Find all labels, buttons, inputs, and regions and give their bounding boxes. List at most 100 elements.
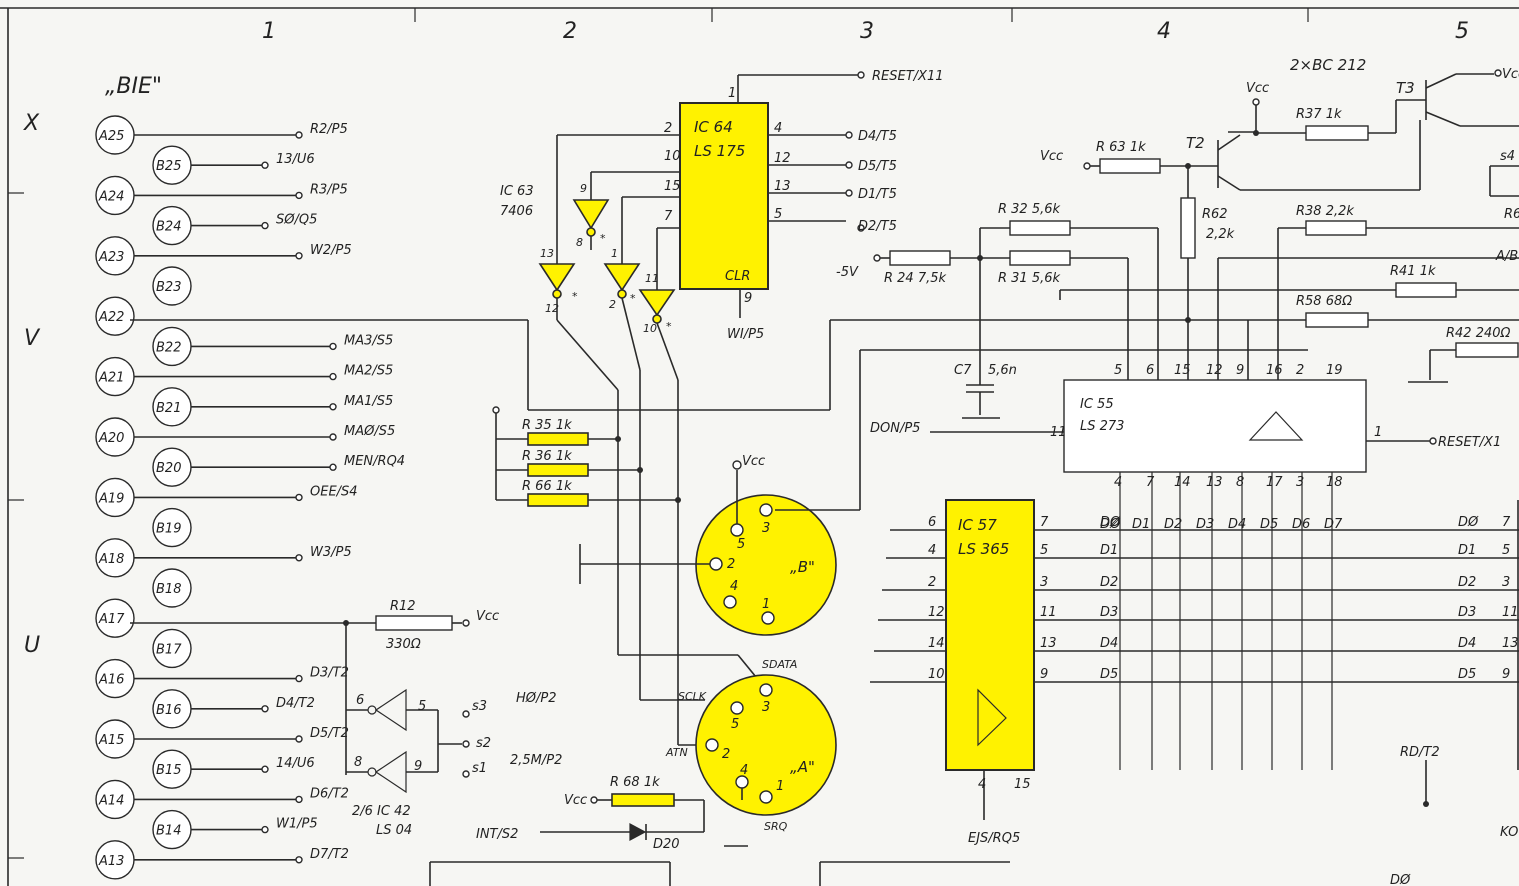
25m-p2-label: 2,5M/P2	[510, 753, 562, 768]
svg-text:8: 8	[354, 755, 362, 770]
pin-label: A23	[98, 250, 124, 265]
svg-text:4: 4	[740, 763, 748, 778]
right-bus-label: D1	[1458, 543, 1476, 558]
r42-label: R42 240Ω	[1446, 326, 1511, 341]
right-bus-pin: 9	[1502, 667, 1510, 682]
reset-x11-label: RESET/X11	[872, 69, 943, 84]
r68-label: R 68 1k	[610, 775, 660, 790]
signal-label: MA3/S5	[344, 333, 393, 348]
svg-text:9: 9	[744, 291, 752, 306]
ic55-top-pin: 6	[1146, 363, 1154, 378]
right-bus-pin: 5	[1502, 543, 1510, 558]
pullup-resistors: R 35 1k R 36 1k R 66 1k	[492, 406, 681, 507]
atn-label: ATN	[665, 746, 688, 759]
ic55-bottom-pin: 3	[1296, 475, 1304, 490]
right-bus-pin: 7	[1502, 515, 1511, 530]
pin-label: B22	[156, 340, 181, 355]
connector-a-label: „A"	[790, 758, 815, 776]
pin-label: A25	[98, 129, 124, 144]
din-connector-b: 5 3 2 4 1 „B" Vcc	[579, 454, 837, 636]
ic64-clr: CLR	[725, 269, 750, 284]
signal-label: W2/P5	[310, 243, 352, 258]
connector-title: „BIE"	[105, 74, 162, 99]
ic57-left-pin: 14	[928, 636, 945, 651]
pin-label: B25	[156, 159, 181, 174]
ic57-ref: IC 57	[958, 516, 997, 534]
ic55-type: LS 273	[1080, 419, 1124, 434]
r12-value: 330Ω	[386, 637, 421, 652]
vcc-r12-label: Vcc	[476, 609, 499, 624]
c7-value: 5,6n	[988, 363, 1017, 378]
pin-label: B16	[156, 703, 181, 718]
svg-text:5: 5	[418, 699, 426, 714]
svg-text:*: *	[572, 290, 578, 303]
signal-terminal	[329, 403, 337, 411]
connector-pin	[95, 296, 135, 336]
svg-text:6: 6	[356, 693, 364, 708]
ic55-top-pin: 15	[1174, 363, 1191, 378]
svg-text:13: 13	[540, 247, 554, 260]
column-number: 1	[262, 19, 276, 44]
ic57-left-pin: 12	[928, 605, 945, 620]
right-bus-label: D5	[1458, 667, 1476, 682]
r62-ref: R62	[1202, 207, 1228, 222]
minus5v-label: -5V	[836, 265, 859, 280]
signal-label: MAØ/S5	[344, 424, 395, 439]
ic55-bottom-pin: 7	[1146, 475, 1155, 490]
sdata-label: SDATA	[762, 658, 797, 671]
svg-text:2: 2	[727, 557, 735, 572]
vcc-t2-label: Vcc	[1246, 81, 1269, 96]
ic55-bottom-pin: 18	[1326, 475, 1343, 490]
pin-label: A13	[98, 854, 124, 869]
pin-label: A24	[98, 189, 124, 204]
ic57-left-pin: 10	[928, 667, 945, 682]
svg-text:s4: s4	[1500, 149, 1515, 164]
connector-pin	[152, 266, 192, 306]
ic63-type: 7406	[500, 204, 533, 219]
pin-label: A17	[98, 612, 125, 627]
pin-label: B18	[156, 582, 181, 597]
signal-label: MA1/S5	[344, 394, 393, 409]
ic57-right-pin: 5	[1040, 543, 1048, 558]
svg-text:s3: s3	[472, 699, 487, 714]
right-bus-label: D3	[1458, 605, 1476, 620]
din-connector-a: 3 5 2 4 1 „A" SDATA SCLK ATN SRQ	[665, 658, 837, 847]
svg-text:8: 8	[576, 236, 583, 249]
ic64-input-pin: 15	[664, 179, 681, 194]
right-bus-pin: 11	[1502, 605, 1519, 620]
ic55-bottom-pin: 4	[1114, 475, 1122, 490]
svg-text:Vcc: Vcc	[1502, 67, 1519, 82]
svg-text:*: *	[600, 232, 606, 245]
bus-column-label: D7	[1324, 517, 1343, 532]
ic57-bus-label: D4	[1100, 636, 1118, 651]
row-letter: U	[24, 633, 40, 658]
signal-terminal	[261, 765, 269, 773]
signal-terminal	[329, 342, 337, 351]
ic55-top-pin: 5	[1114, 363, 1122, 378]
ic63-ref: IC 63	[500, 184, 534, 199]
h0-p2-label: HØ/P2	[516, 691, 557, 706]
signal-label: D7/T2	[310, 847, 349, 862]
ic64-output-signal: D4/T5	[858, 129, 897, 144]
signal-terminal	[329, 463, 337, 471]
ic64-ref: IC 64	[694, 118, 733, 136]
signal-label: D6/T2	[310, 786, 349, 801]
ic55-top-pin: 2	[1296, 363, 1304, 378]
svg-text:12: 12	[545, 302, 559, 315]
connector-b-label: „B"	[790, 558, 815, 576]
signal-terminal	[295, 493, 303, 502]
column-number: 3	[860, 19, 874, 44]
ko-label: KO	[1500, 825, 1518, 840]
pin-label: B15	[156, 763, 181, 778]
ic57-type: LS 365	[958, 540, 1009, 558]
svg-text:11: 11	[645, 272, 659, 285]
ic64-type: LS 175	[694, 142, 745, 160]
pin-label: A16	[98, 673, 124, 688]
signal-terminal	[295, 131, 303, 139]
column-number: 5	[1455, 19, 1469, 44]
svg-text:2: 2	[609, 298, 616, 311]
signal-terminal	[295, 252, 303, 260]
